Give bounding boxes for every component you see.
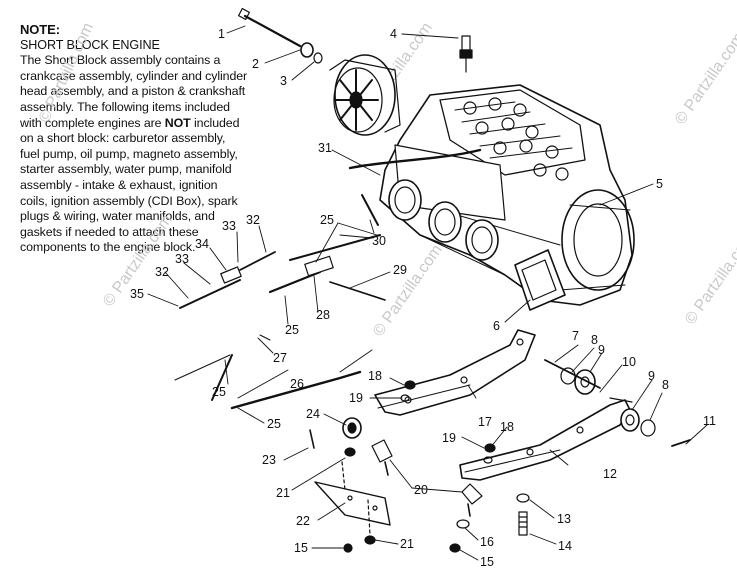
note-text-1: The Short Block assembly contains a cran… [20,53,248,130]
callout-3: 3 [280,74,287,88]
short-block-note: NOTE: SHORT BLOCK ENGINE The Short Block… [20,22,248,256]
callout-labels: 1 2 3 4 5 6 7 8 9 10 9 8 11 12 13 14 15 … [130,27,716,569]
callout-35: 35 [130,287,144,301]
rubber-mounts [544,359,691,447]
leader-lines [147,25,708,561]
engine-brackets [374,329,631,481]
callout-32a: 32 [246,213,260,227]
callout-21b: 21 [276,486,290,500]
bolt-hardware [237,7,323,64]
callout-30: 30 [372,234,386,248]
callout-15a: 15 [294,541,308,555]
callout-7: 7 [572,329,579,343]
callout-20: 20 [414,483,428,497]
callout-25a: 25 [320,213,334,227]
callout-32b: 32 [155,265,169,279]
callout-12: 12 [603,467,617,481]
callout-2: 2 [252,57,259,71]
recoil-starter [329,54,401,136]
callout-31: 31 [318,141,332,155]
callout-28: 28 [316,308,330,322]
damper-studs [342,417,483,517]
callout-6: 6 [493,319,500,333]
callout-14: 14 [558,539,572,553]
callout-19b: 19 [442,431,456,445]
callout-1: 1 [218,27,225,41]
callout-13: 13 [557,512,571,526]
callout-22: 22 [296,514,310,528]
note-subheading: SHORT BLOCK ENGINE [20,37,160,52]
callout-9b: 9 [648,369,655,383]
callout-8b: 8 [662,378,669,392]
callout-19a: 19 [349,391,363,405]
callout-25c: 25 [267,417,281,431]
note-emphasis: NOT [164,115,191,130]
callout-33a: 33 [222,219,236,233]
callout-10: 10 [622,355,636,369]
callout-16: 16 [480,535,494,549]
callout-8a: 8 [591,333,598,347]
callout-25b: 25 [212,385,226,399]
callout-4: 4 [390,27,397,41]
callout-27: 27 [273,351,287,365]
engine-block [379,84,635,306]
note-heading: NOTE: [20,22,60,37]
callout-26: 26 [290,377,304,391]
bracket-22 [314,461,391,536]
callout-5: 5 [656,177,663,191]
callout-18b: 18 [500,420,514,434]
cdi-box [514,249,566,311]
note-text-2: included on a short block: carburetor as… [20,115,240,255]
callout-25d: 25 [285,323,299,337]
note-body: The Short Block assembly contains a cran… [20,53,248,256]
callout-23: 23 [262,453,276,467]
callout-24: 24 [306,407,320,421]
callout-34: 34 [195,237,209,251]
callout-33b: 33 [175,252,189,266]
intake-boots [348,144,506,261]
callout-21a: 21 [400,537,414,551]
callout-29: 29 [393,263,407,277]
spark-plug [459,35,473,73]
shafts-rods [174,194,386,410]
callout-18a: 18 [368,369,382,383]
callout-15b: 15 [480,555,494,569]
callout-9a: 9 [598,343,605,357]
callout-11: 11 [703,414,716,428]
callout-17: 17 [478,415,492,429]
fasteners [309,380,530,553]
